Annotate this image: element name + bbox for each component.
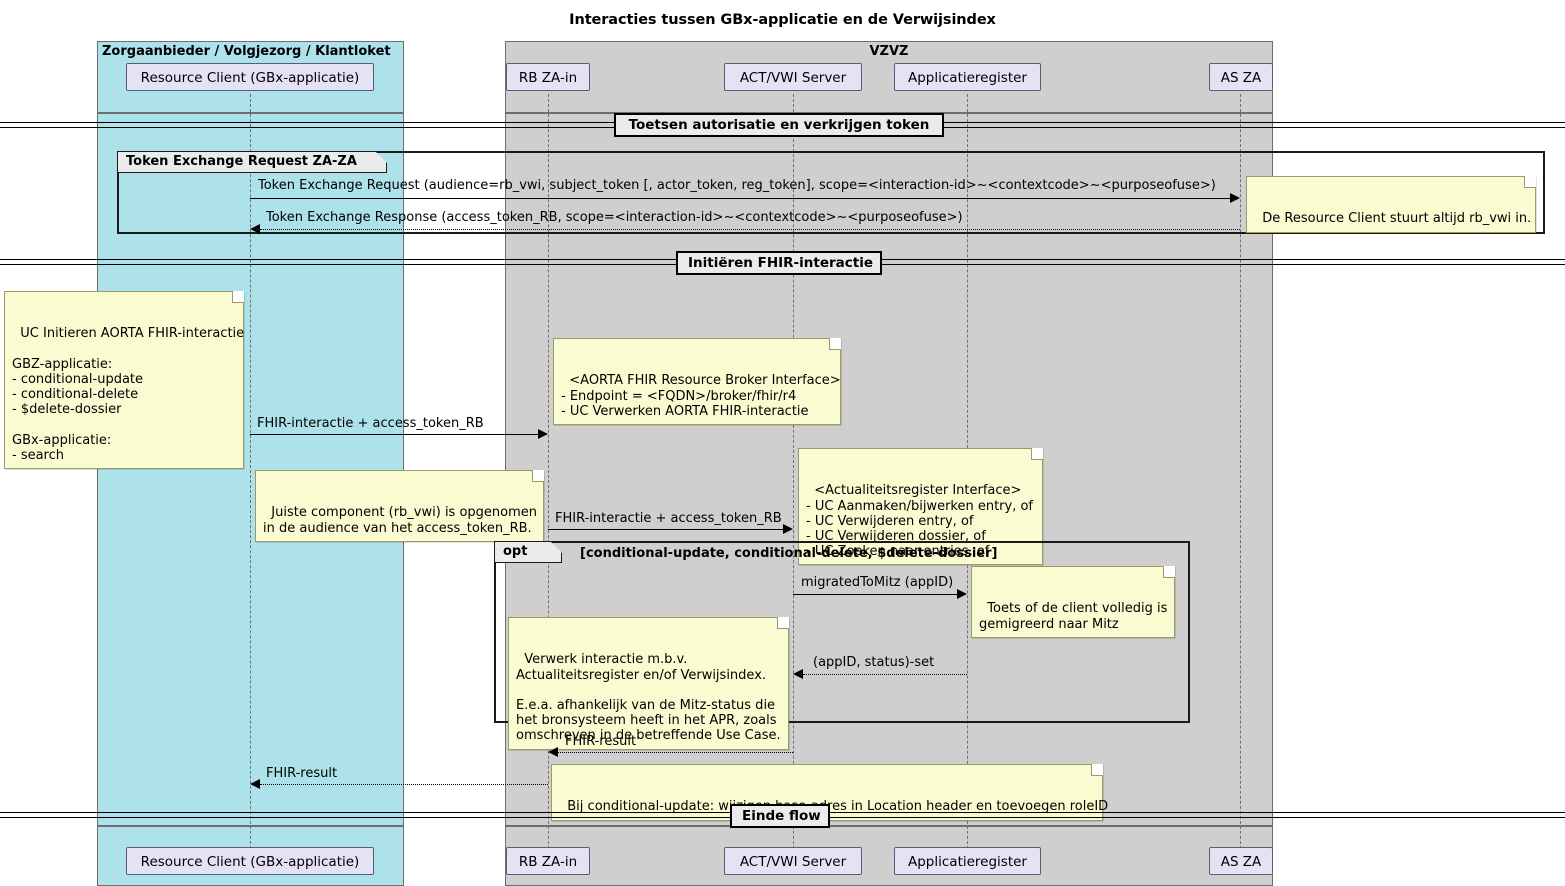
note-broker-interface: <AORTA FHIR Resource Broker Interface> -…	[553, 338, 841, 426]
lifeline-rb-za-in	[548, 94, 549, 864]
msg-fhir-interactie-2-arrow	[783, 524, 793, 534]
participant-rb-za-in-head[interactable]: RB ZA-in	[506, 63, 590, 91]
participant-as-za-head[interactable]: AS ZA	[1209, 63, 1273, 91]
note-broker-interface-text: <AORTA FHIR Resource Broker Interface> -…	[561, 373, 841, 419]
msg-fhir-interactie-1-label: FHIR-interactie + access_token_RB	[257, 416, 484, 431]
participant-resource-client-head[interactable]: Resource Client (GBx-applicatie)	[126, 63, 374, 91]
msg-appid-status-set-line	[803, 674, 967, 675]
participant-rb-za-in-foot[interactable]: RB ZA-in	[506, 847, 590, 875]
msg-fhir-result-2-arrow	[250, 779, 260, 789]
fragment-opt-operator: opt	[494, 541, 562, 563]
msg-appid-status-set-arrow	[793, 669, 803, 679]
fragment-token-exchange: Token Exchange Request ZA-ZA	[117, 151, 1545, 234]
note-actualiteitsregister-interface: <Actualiteitsregister Interface> - UC Aa…	[798, 448, 1043, 566]
lifeline-act-vwi-server	[793, 94, 794, 864]
msg-fhir-result-1-label: FHIR-result	[565, 734, 637, 749]
divider-toetsen-label: Toetsen autorisatie en verkrijgen token	[614, 113, 944, 137]
participant-as-za-foot[interactable]: AS ZA	[1209, 847, 1273, 875]
note-fold-icon	[532, 470, 544, 482]
msg-fhir-result-1-arrow	[548, 747, 558, 757]
group-label-vzvz: VZVZ	[869, 44, 909, 59]
fragment-opt-guard: [conditional-update, conditional-delete,…	[580, 546, 998, 561]
msg-appid-status-set-label: (appID, status)-set	[813, 655, 935, 670]
page-title: Interacties tussen GBx-applicatie en de …	[569, 12, 996, 28]
msg-migrated-to-mitz-arrow	[957, 589, 967, 599]
divider-einde-label: Einde flow	[730, 804, 830, 828]
group-footer-vzvz	[505, 826, 1273, 886]
msg-fhir-interactie-1-arrow	[538, 429, 548, 439]
note-resource-client-rb-vwi-text: De Resource Client stuurt altijd rb_vwi …	[1262, 211, 1532, 227]
msg-fhir-interactie-1-line	[250, 434, 538, 435]
msg-migrated-to-mitz-line	[793, 594, 957, 595]
lifeline-resource-client	[250, 94, 251, 864]
note-juiste-component-text: Juiste component (rb_vwi) is opgenomen i…	[263, 505, 538, 536]
note-fold-icon	[777, 617, 789, 629]
fragment-opt: opt [conditional-update, conditional-del…	[494, 541, 1190, 723]
note-fold-icon	[1524, 176, 1536, 188]
msg-token-exchange-response-arrow	[250, 224, 260, 234]
participant-act-vwi-server-head[interactable]: ACT/VWI Server	[724, 63, 862, 91]
msg-fhir-interactie-2-line	[548, 529, 783, 530]
msg-fhir-result-2-line	[260, 784, 548, 785]
participant-applicatieregister-foot[interactable]: Applicatieregister	[894, 847, 1041, 875]
lifeline-as-za	[1240, 94, 1241, 864]
msg-token-exchange-request-label: Token Exchange Request (audience=rb_vwi,…	[258, 178, 1216, 193]
group-header-vzvz: VZVZ	[505, 41, 1273, 113]
note-uc-initieren-text: UC Initieren AORTA FHIR-interactie GBZ-a…	[12, 326, 245, 464]
msg-token-exchange-request-arrow	[1230, 193, 1240, 203]
participant-resource-client-foot[interactable]: Resource Client (GBx-applicatie)	[126, 847, 374, 875]
group-label-zorgaanbieder: Zorgaanbieder / Volgjezorg / Klantloket	[102, 44, 391, 59]
msg-token-exchange-request-line	[250, 198, 1230, 199]
participant-act-vwi-server-foot[interactable]: ACT/VWI Server	[724, 847, 862, 875]
msg-migrated-to-mitz-label: migratedToMitz (appID)	[801, 575, 954, 590]
msg-token-exchange-response-label: Token Exchange Response (access_token_RB…	[266, 210, 963, 225]
participant-applicatieregister-head[interactable]: Applicatieregister	[894, 63, 1041, 91]
divider-initieren-label: Initiëren FHIR-interactie	[676, 251, 882, 275]
msg-fhir-interactie-2-label: FHIR-interactie + access_token_RB	[555, 511, 782, 526]
fragment-token-exchange-operator: Token Exchange Request ZA-ZA	[117, 151, 387, 173]
note-juiste-component: Juiste component (rb_vwi) is opgenomen i…	[255, 470, 544, 542]
note-fold-icon	[1091, 764, 1103, 776]
note-fold-icon	[1163, 566, 1175, 578]
note-resource-client-rb-vwi: De Resource Client stuurt altijd rb_vwi …	[1246, 176, 1536, 233]
note-toets-mitz-text: Toets of de client volledig is gemigreer…	[979, 601, 1168, 632]
note-fold-icon	[1031, 448, 1043, 460]
note-uc-initieren: UC Initieren AORTA FHIR-interactie GBZ-a…	[4, 291, 245, 470]
note-actualiteitsregister-interface-text: <Actualiteitsregister Interface> - UC Aa…	[806, 483, 1034, 560]
msg-token-exchange-response-line	[260, 229, 1240, 230]
note-verwerk-interactie-text: Verwerk interactie m.b.v. Actualiteitsre…	[516, 652, 781, 744]
note-verwerk-interactie: Verwerk interactie m.b.v. Actualiteitsre…	[508, 617, 789, 750]
note-fold-icon	[232, 291, 244, 303]
msg-fhir-result-1-line	[558, 752, 793, 753]
note-fold-icon	[829, 338, 841, 350]
msg-fhir-result-2-label: FHIR-result	[266, 766, 338, 781]
note-toets-mitz: Toets of de client volledig is gemigreer…	[971, 566, 1175, 638]
